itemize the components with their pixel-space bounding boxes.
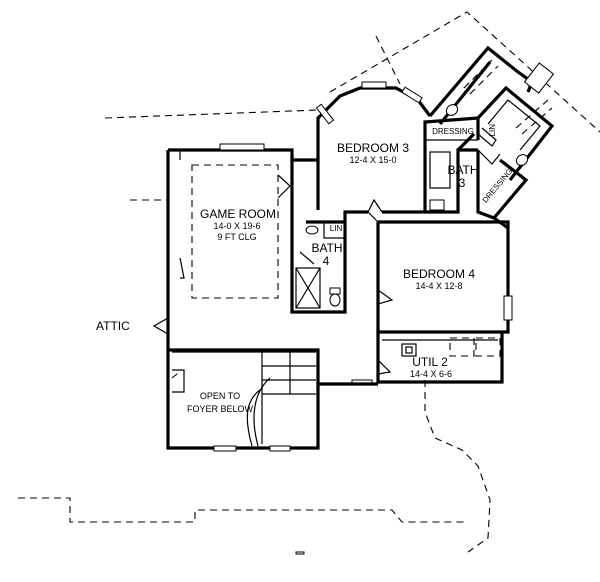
attic-door [152, 317, 169, 335]
game-room-size: 14-0 X 19-6 [213, 221, 261, 231]
bedroom3-size: 12-4 X 15-0 [349, 155, 397, 165]
tick-mark [295, 551, 305, 555]
bath3-linen-label: LIN [487, 123, 497, 137]
bedroom4-walls [367, 211, 513, 334]
bath4-walls [290, 160, 347, 314]
util2-name: UTIL 2 [412, 355, 448, 369]
stair-foyer [166, 348, 378, 452]
foyer-line2: FOYER BELOW [186, 404, 253, 414]
bath4-linen-label: LIN [329, 224, 343, 233]
bath3-wing-walls [423, 45, 555, 230]
bedroom4-size: 14-4 X 12-8 [415, 281, 463, 291]
bedroom3-name: BEDROOM 3 [336, 141, 409, 155]
game-room-walls [166, 143, 318, 350]
bath4-number: 4 [322, 254, 330, 268]
bath3-number: 3 [458, 176, 466, 190]
util2-size: 14-4 X 6-6 [409, 369, 453, 379]
dressing-label-a: DRESSING [432, 127, 474, 136]
bedroom4-name: BEDROOM 4 [402, 267, 475, 281]
bath3-name: BATH [447, 163, 479, 177]
game-room-ceiling: 9 FT CLG [217, 232, 257, 242]
foyer-line1: OPEN TO [199, 391, 241, 401]
game-room-name: GAME ROOM [200, 207, 277, 221]
bath4-name: BATH [311, 241, 343, 255]
dashed-outlines [18, 11, 600, 553]
attic-label: ATTIC [96, 319, 130, 333]
